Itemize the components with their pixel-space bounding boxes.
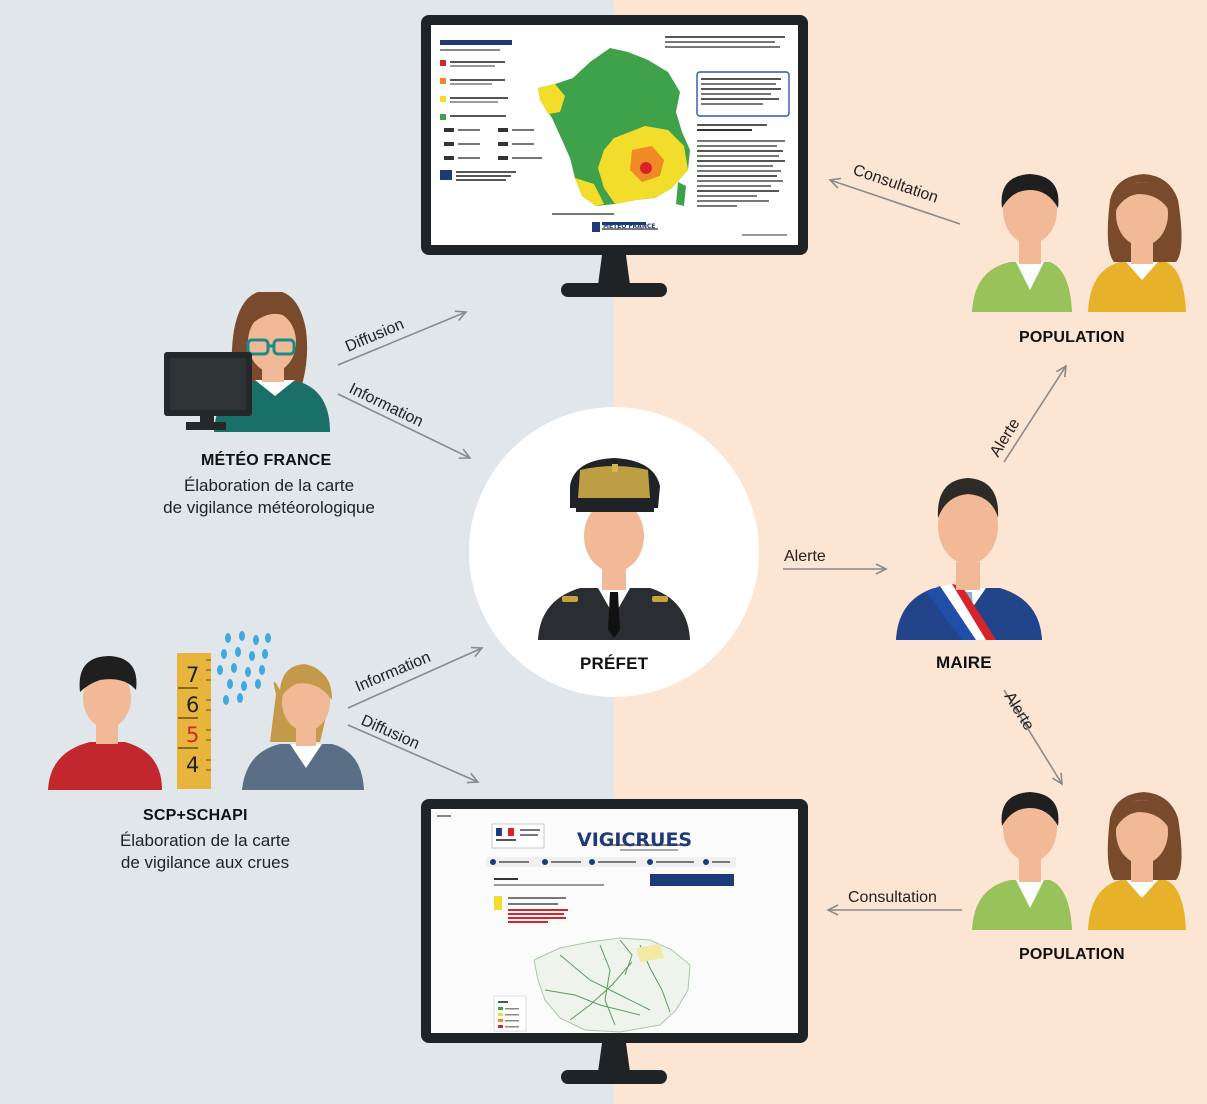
ruler-number-5: 5: [186, 723, 199, 747]
monitor-vigicrues: [421, 799, 808, 1084]
vigicrues-logo: VIGICRUES: [577, 829, 692, 851]
meteo-france-description: Élaboration de la carte de vigilance mét…: [119, 475, 419, 519]
prefet-title: PRÉFET: [580, 654, 649, 673]
maire-title: MAIRE: [936, 653, 992, 672]
population-top-title: POPULATION: [1019, 329, 1125, 346]
population-bottom-title: POPULATION: [1019, 946, 1125, 963]
scp-description-line-2: de vigilance aux crues: [120, 853, 290, 872]
ruler-number-7: 7: [186, 663, 199, 687]
edge-label-population-consultation-bottom: Consultation: [848, 889, 937, 906]
arrow-population-consultation-top: [828, 177, 961, 225]
arrow-maire-population-top: [1003, 364, 1067, 463]
arrow-meteo-information: [337, 393, 472, 459]
scp-schapi-description: Élaboration de la carte de vigilance aux…: [55, 830, 355, 874]
edge-label-prefet-maire: Alerte: [784, 548, 826, 565]
arrow-maire-population-bottom: [1003, 689, 1063, 786]
ruler-number-6: 6: [186, 693, 199, 717]
ruler-number-4: 4: [186, 753, 199, 777]
meteo-france-title: MÉTÉO FRANCE: [201, 452, 332, 469]
meteo-screen-logo: MÉTÉO FRANCE: [603, 222, 655, 230]
scp-schapi-figures: [48, 631, 364, 790]
arrow-meteo-diffusion: [337, 310, 468, 366]
france-vigilance-map: [538, 48, 690, 206]
scp-schapi-title: SCP+SCHAPI: [143, 807, 248, 824]
population-bottom-figures: [972, 792, 1186, 930]
scp-description-line-1: Élaboration de la carte: [119, 831, 291, 850]
meteo-description-line-1: Élaboration de la carte: [183, 476, 355, 495]
arrows: [337, 177, 1067, 916]
monitor-meteo-map: [421, 15, 808, 297]
arrow-scp-diffusion: [347, 724, 480, 784]
arrow-scp-information: [347, 646, 484, 709]
prefet-figure: [538, 458, 690, 640]
maire-figure: [896, 478, 1042, 640]
meteo-description-line-2: de vigilance météorologique: [163, 498, 375, 517]
population-top-figures: [972, 174, 1186, 312]
meteo-france-figure: [164, 292, 330, 432]
